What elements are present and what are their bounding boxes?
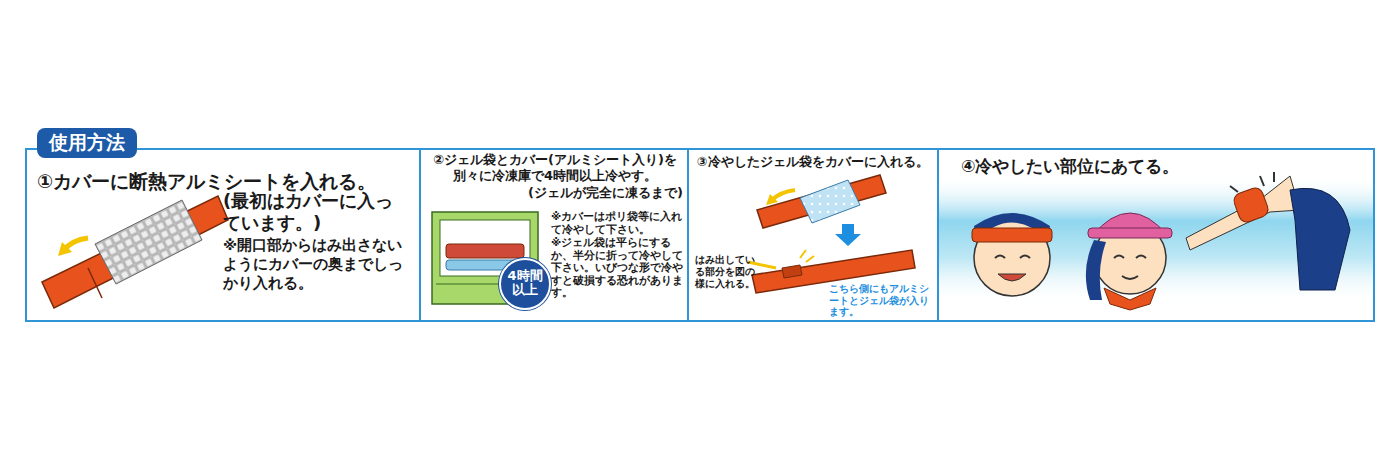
gel-insert	[748, 175, 915, 293]
step-note: ※開口部からはみ出さないようにカバーの奥までしっかり入れる。	[223, 236, 411, 293]
badge-text: 4時間以上	[507, 269, 543, 296]
instruction-frame: 使用方法①カバーに断熱アルミシートを入れる。(最初はカバーに入っています。)※開…	[25, 148, 1375, 322]
step-note: ※カバーはポリ袋等に入れて冷やして下さい。	[551, 210, 685, 235]
step-subnote: (ジェルが完全に凍るまで)	[427, 185, 683, 201]
people	[937, 172, 1373, 310]
step-panel: ②ジェル袋とカバー(アルミシート入り)を別々に冷凍庫で4時間以上冷やす。(ジェル…	[419, 150, 687, 320]
step-subnote: (最初はカバーに入っています。)	[223, 190, 411, 233]
step-panel: ③冷やしたジェル袋をカバーに入れる。はみ出している部分を図の様に入れる。こちら側…	[687, 150, 937, 320]
step-heading: ③冷やしたジェル袋をカバーに入れる。	[697, 154, 935, 170]
step-panel: ④冷やしたい部位にあてる。	[937, 150, 1373, 320]
section-tab: 使用方法	[37, 128, 137, 158]
step-note: ※ジェル袋は平らにするか、半分に折って冷やして下さい。いびつな形で冷やすと破損す…	[551, 236, 685, 299]
step-panel: ①カバーに断熱アルミシートを入れる。(最初はカバーに入っています。)※開口部から…	[27, 150, 419, 320]
band-with-sheet	[42, 196, 228, 308]
callout-note: はみ出している部分を図の様に入れる。	[695, 254, 761, 290]
callout-note: こちら側にもアルミシートとジェル袋が入ります。	[829, 283, 935, 318]
time-badge: 4時間以上	[499, 258, 551, 310]
step-heading: ④冷やしたい部位にあてる。	[961, 156, 1361, 177]
step-heading: ②ジェル袋とカバー(アルミシート入り)を別々に冷凍庫で4時間以上冷やす。	[427, 152, 683, 185]
